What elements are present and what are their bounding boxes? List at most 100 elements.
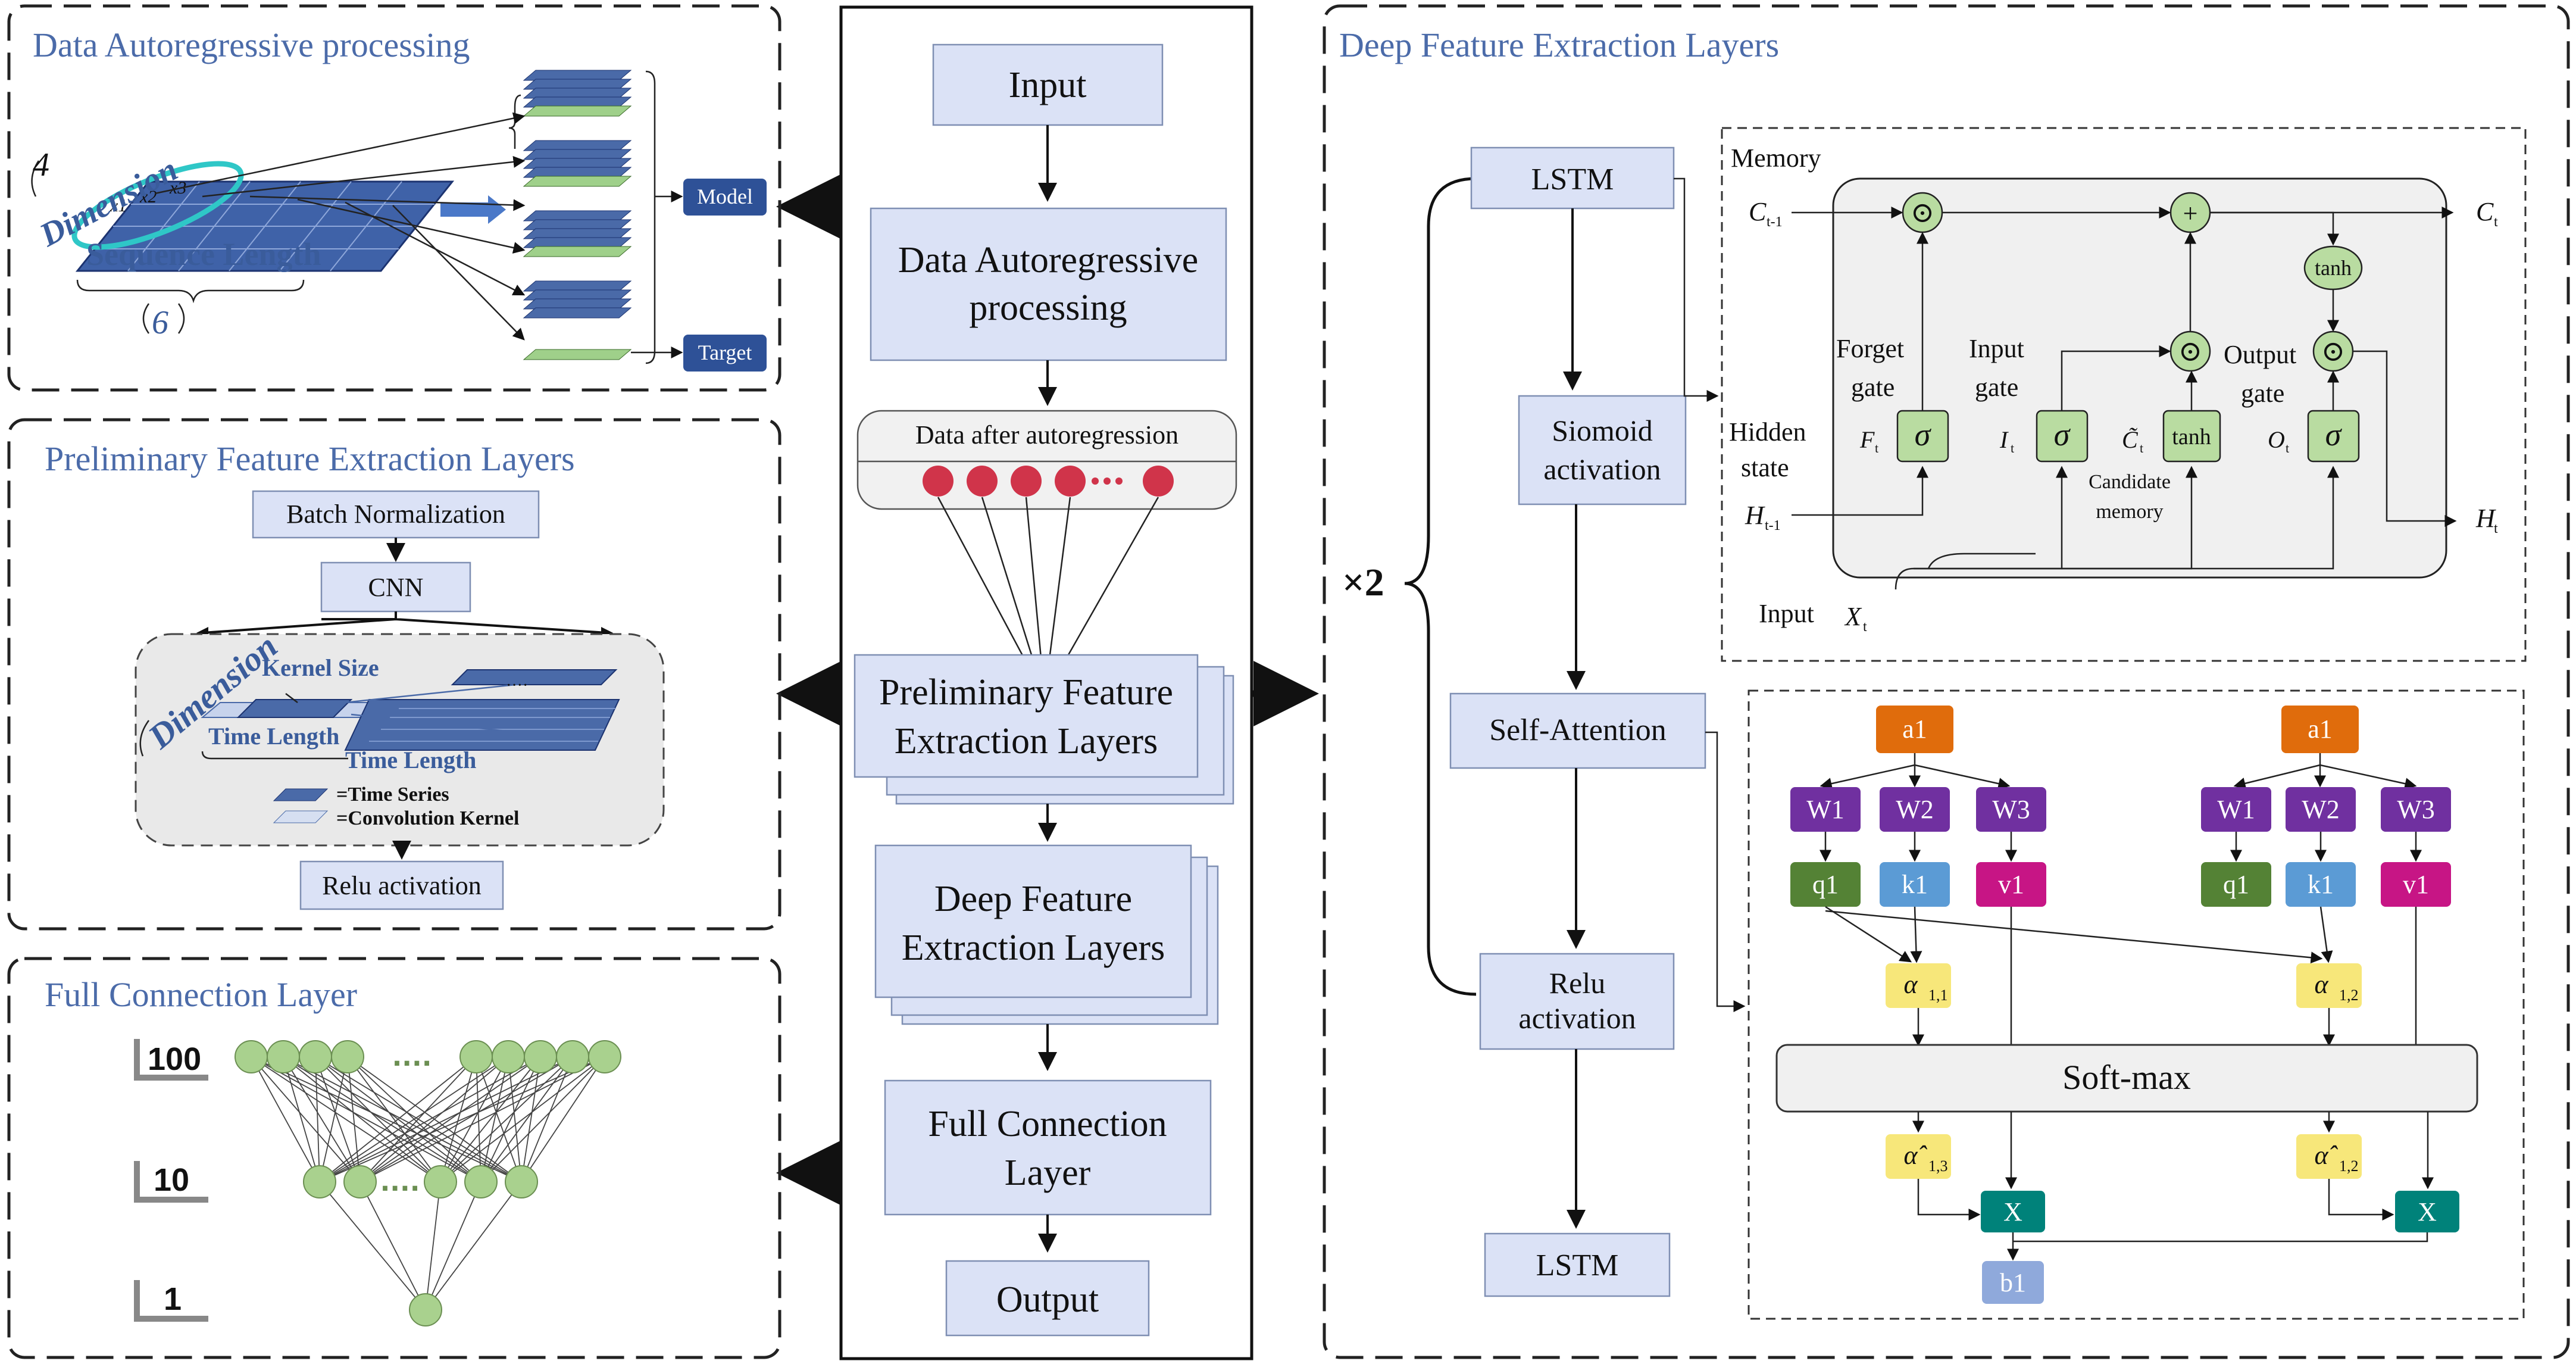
panel-deep-feature: Deep Feature Extraction Layers ×2 LSTM S… <box>1323 4 2570 1359</box>
w2-right-label: W2 <box>2302 795 2340 824</box>
layer-100-label: 100 <box>148 1041 201 1077</box>
sequence-node <box>967 466 998 497</box>
fc-node <box>343 1165 377 1198</box>
self-attention-box: Self-Attention <box>1449 692 1706 769</box>
x-t-label: X <box>1844 602 1862 631</box>
candidate-line2: memory <box>2096 501 2163 523</box>
sequence-node <box>923 466 954 497</box>
forget-gate-line1: Forget <box>1836 334 1904 363</box>
v1-right-label: v1 <box>2403 870 2429 899</box>
multiply-right-node <box>2395 1191 2459 1232</box>
w3-right-node <box>2381 787 2451 832</box>
output-box-label: Output <box>996 1279 1099 1320</box>
full-connection-line1: Full Connection <box>928 1104 1167 1144</box>
window-stacks <box>154 70 683 364</box>
alpha-hat-13-node <box>1886 1134 1951 1179</box>
multiply-left-node <box>1981 1191 2045 1232</box>
softmax-box: Soft-max <box>1775 1044 2478 1113</box>
legend-kernel: =Convolution Kernel <box>336 807 519 829</box>
i-t-sub: t <box>2011 441 2014 455</box>
forget-sigma-symbol: σ <box>1915 417 1932 452</box>
input-box-label: Input <box>1009 65 1087 105</box>
h-next-sub: t <box>2494 521 2498 536</box>
alpha-12-node <box>2296 963 2362 1008</box>
fc-node <box>505 1165 538 1198</box>
w1-right-node <box>2201 787 2271 832</box>
w1-left-label: W1 <box>1806 795 1845 824</box>
k1-right-label: k1 <box>2308 870 2334 899</box>
candidate-line1: Candidate <box>2089 471 2171 493</box>
relu-box: Relu activation <box>299 860 504 910</box>
c-next-sub: t <box>2494 214 2498 230</box>
a1-left-node <box>1876 706 1953 753</box>
fc-ellipsis-top: .... <box>392 1042 432 1072</box>
a1-left-label: a1 <box>1902 714 1927 744</box>
fc-node <box>424 1165 457 1198</box>
w3-left-node <box>1976 787 2046 832</box>
layer-labels: 100 10 1 <box>134 1039 208 1322</box>
preliminary-box-line1: Preliminary Feature <box>879 672 1173 713</box>
tanh-output-label: tanh <box>2315 256 2352 280</box>
f-t-label: F <box>1859 426 1875 453</box>
alpha-hat-12-sub: 1,2 <box>2339 1157 2359 1175</box>
kernel-size-label: Kernel Size <box>262 654 379 681</box>
hidden-state-line1: Hidden <box>1729 417 1806 447</box>
w3-right-label: W3 <box>2397 795 2435 824</box>
fc-node <box>459 1040 493 1073</box>
relu-label: Relu activation <box>322 871 482 900</box>
b1-label: b1 <box>2000 1268 2026 1297</box>
kernel-swatch <box>273 810 329 823</box>
full-connection-box: Full Connection Layer <box>884 1079 1212 1216</box>
fc-node <box>331 1040 364 1073</box>
sequence-node <box>1143 466 1174 497</box>
w3-left-label: W3 <box>1992 795 2030 824</box>
x-t-sub: t <box>1863 619 1867 635</box>
panel-full-connection-title: Full Connection Layer <box>45 975 357 1014</box>
alpha-11-sub: 1,1 <box>1928 987 1948 1004</box>
q1-left-label: q1 <box>1812 870 1839 899</box>
layer-1-label: 1 <box>164 1281 182 1317</box>
deep-box-line1: Deep Feature <box>934 879 1132 919</box>
panel-full-connection: Full Connection Layer 100 10 1 <box>7 957 781 1359</box>
c-tilde-label: C̃ <box>2122 426 2139 453</box>
sigmoid-box: Siomoid activation <box>1518 395 1687 505</box>
output-gate-line2: gate <box>2241 379 2284 408</box>
w1-left-node <box>1790 787 1861 832</box>
hidden-state-line2: state <box>1741 453 1789 482</box>
multiply-right-label: X <box>2418 1197 2437 1226</box>
input-gate-line2: gate <box>1975 373 2018 402</box>
input-box: Input <box>932 43 1164 126</box>
convolution-illustration: ···· Dimension Kernel Size Time Length T… <box>135 626 665 847</box>
time-length-a: Time Length <box>208 723 339 750</box>
c-tilde-sub: t <box>2140 441 2143 455</box>
alpha-12-symbol: α <box>2314 970 2328 999</box>
lstm-top-box: LSTM <box>1470 146 1675 210</box>
o-t-label: O <box>2268 426 2285 453</box>
b1-node <box>1982 1261 2044 1304</box>
target-label: Target <box>698 341 752 364</box>
time-length-b: Time Length <box>345 747 476 773</box>
f-t-sub: t <box>1875 441 1878 455</box>
h-prev-sub: t-1 <box>1765 518 1781 533</box>
c-next-label: C <box>2476 197 2494 226</box>
input-gate-line1: Input <box>1969 334 2024 363</box>
autoregressive-box: Data Autoregressive processing <box>870 207 1227 361</box>
sigmoid-line1: Siomoid <box>1552 414 1652 447</box>
x2-label: x2 <box>139 187 157 207</box>
v1-right-node <box>2381 862 2451 907</box>
panel-deep-title: Deep Feature Extraction Layers <box>1339 26 1779 64</box>
candidate-tanh-label: tanh <box>2172 425 2211 450</box>
panel-data-autoregressive-title: Data Autoregressive processing <box>33 26 470 64</box>
legend-time-series: =Time Series <box>336 784 449 806</box>
output-box: Output <box>945 1260 1150 1337</box>
input-label: Input <box>1759 599 1814 628</box>
i-t-label: I <box>1999 426 2009 453</box>
fc-node <box>409 1293 442 1326</box>
output-gate-line1: Output <box>2224 340 2296 369</box>
fc-edges <box>251 1056 605 1310</box>
q1-right-node <box>2201 862 2271 907</box>
layer-10-label: 10 <box>154 1162 189 1198</box>
lstm-cell: Memory C t-1 C t ⊙ + tanh ⊙ ⊙ <box>1721 127 2527 662</box>
model-label: Model <box>697 185 753 208</box>
fc-node <box>588 1040 621 1073</box>
